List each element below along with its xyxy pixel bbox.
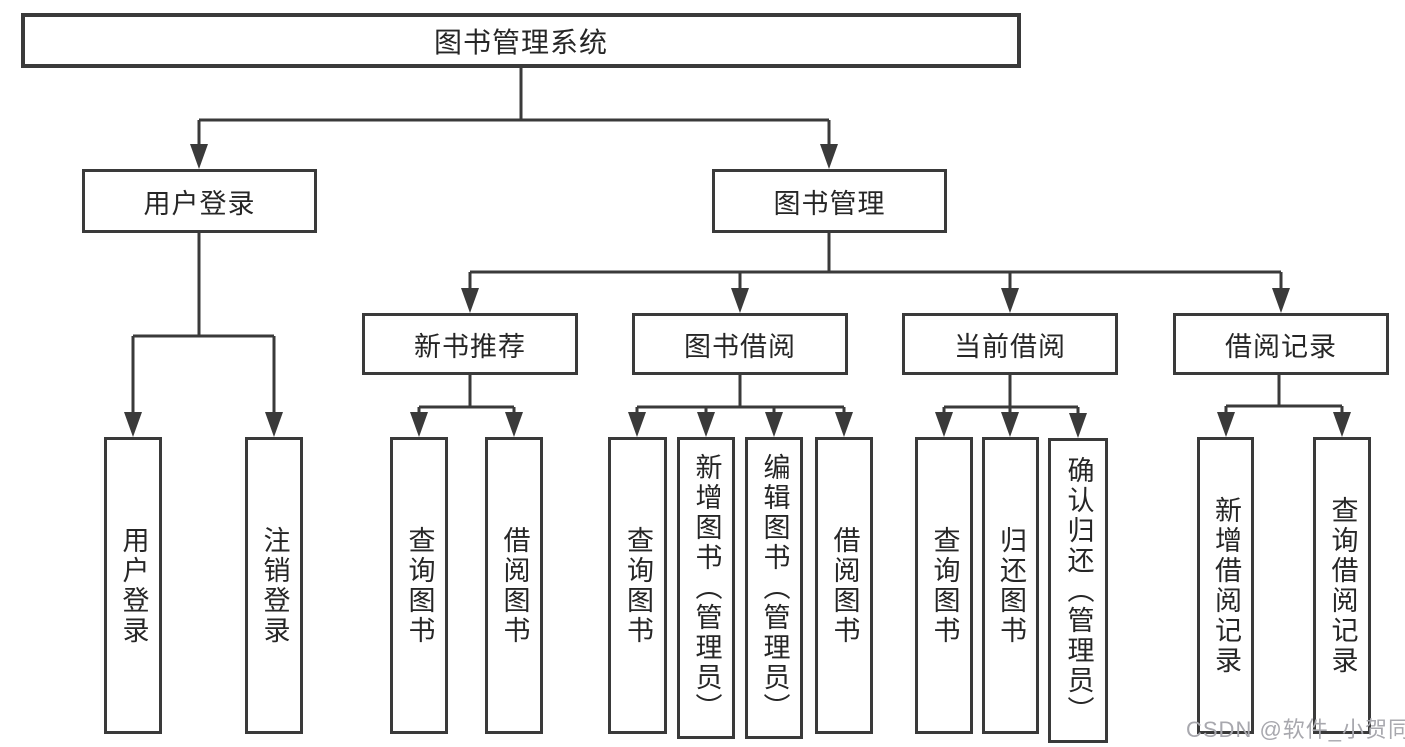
node-query-borrow-record: 查询借阅记录 <box>1313 437 1371 734</box>
node-book-borrowing: 图书借阅 <box>632 313 848 375</box>
node-label: 借阅图书 <box>499 525 530 646</box>
node-label: 编辑图书（管理员） <box>759 453 790 723</box>
csdn-watermark: CSDN @软件_小贺同学 <box>1186 717 1405 742</box>
connector-book-management-to-level3 <box>461 233 1290 313</box>
node-add-books-admin: 新增图书（管理员） <box>677 437 735 739</box>
node-user-login-leaf: 用户登录 <box>104 437 162 734</box>
node-label: 新增借阅记录 <box>1211 495 1241 676</box>
node-return-books: 归还图书 <box>982 437 1039 734</box>
node-label: 注销登录 <box>259 525 290 646</box>
node-query-books: 查询图书 <box>390 437 448 734</box>
node-add-borrow-record: 新增借阅记录 <box>1197 437 1254 734</box>
node-query-books: 查询图书 <box>608 437 667 734</box>
node-borrowing-records: 借阅记录 <box>1173 313 1389 375</box>
connector-root-to-level2 <box>190 68 838 169</box>
node-label: 用户登录 <box>118 525 149 646</box>
node-query-books: 查询图书 <box>915 437 973 734</box>
node-edit-books-admin: 编辑图书（管理员） <box>745 437 803 739</box>
node-borrow-books: 借阅图书 <box>815 437 873 734</box>
connector-borrow-records-to-leaves <box>1217 375 1351 437</box>
node-label: 查询图书 <box>929 525 960 646</box>
node-confirm-return-admin: 确认归还（管理员） <box>1048 438 1108 743</box>
connector-user-login-to-leaves <box>124 233 283 437</box>
node-borrow-books: 借阅图书 <box>485 437 543 734</box>
node-new-book-recommendation: 新书推荐 <box>362 313 578 375</box>
node-logout-leaf: 注销登录 <box>245 437 303 734</box>
node-label: 查询借阅记录 <box>1327 495 1358 676</box>
node-label: 确认归还（管理员） <box>1063 455 1094 726</box>
node-label: 查询图书 <box>623 525 653 646</box>
connector-book-borrowing-to-leaves <box>628 375 853 437</box>
node-label: 归还图书 <box>996 525 1026 646</box>
node-user-login-branch: 用户登录 <box>82 169 317 233</box>
node-label: 借阅图书 <box>829 525 860 646</box>
connector-current-borrowing-to-leaves <box>935 375 1087 438</box>
node-current-borrowing: 当前借阅 <box>902 313 1118 375</box>
node-label: 新增图书（管理员） <box>691 453 722 723</box>
node-library-management-system: 图书管理系统 <box>21 13 1021 68</box>
connector-new-book-to-leaves <box>410 375 523 437</box>
node-label: 查询图书 <box>404 525 435 646</box>
node-book-management-branch: 图书管理 <box>712 169 947 233</box>
